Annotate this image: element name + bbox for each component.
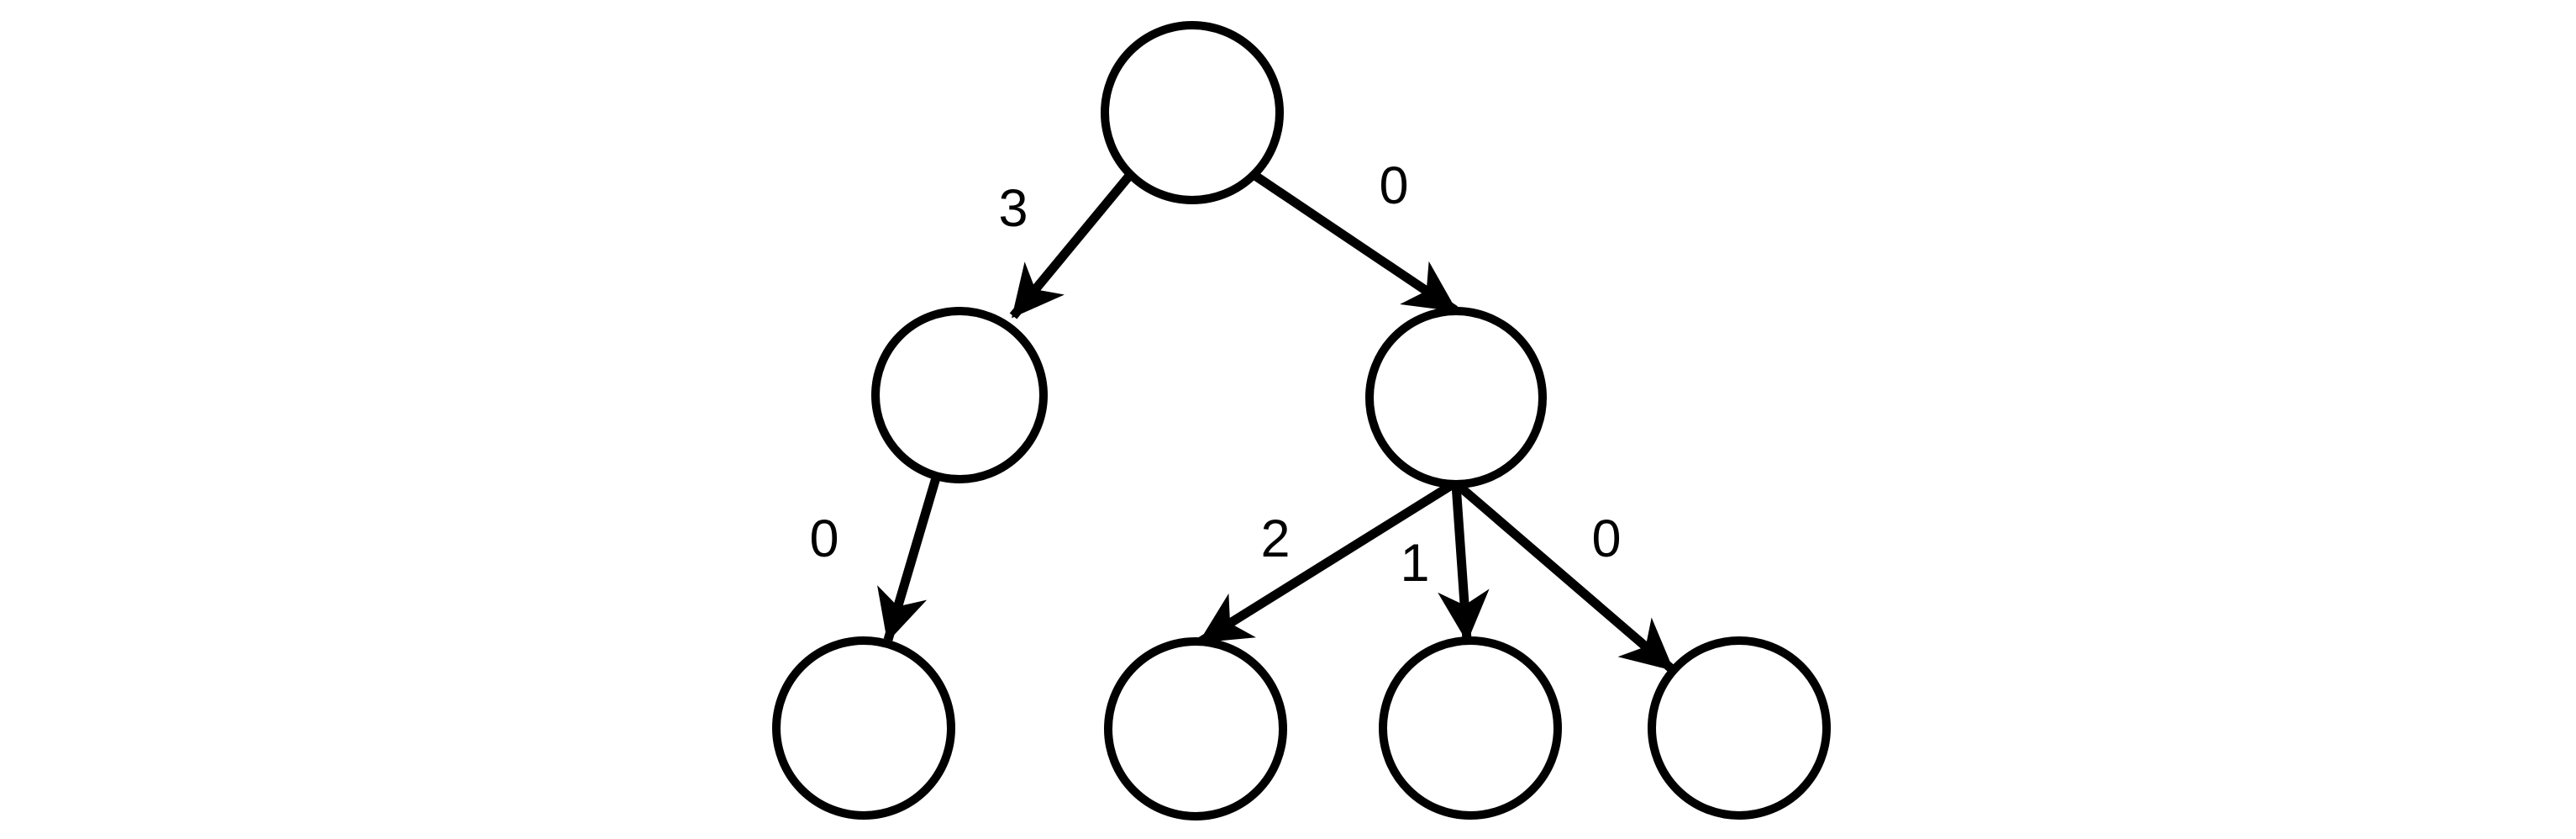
edge-label-child-left-to-leaf-1: 0 xyxy=(809,509,839,568)
edges-layer xyxy=(877,170,1675,673)
edge-label-child-right-to-leaf-4: 0 xyxy=(1591,509,1621,568)
tree-node-child-left xyxy=(871,307,1048,483)
edge-root-to-child-left xyxy=(1009,171,1134,319)
tree-node-root xyxy=(1101,21,1284,204)
edge-child-left-to-leaf-1 xyxy=(877,473,942,642)
edge-label-child-right-to-leaf-3: 1 xyxy=(1400,534,1429,593)
nodes-layer xyxy=(772,21,1831,821)
tree-node-leaf-3 xyxy=(1379,636,1562,820)
edge-label-root-to-child-right: 0 xyxy=(1379,156,1408,215)
edge-root-to-child-right xyxy=(1249,170,1459,314)
edge-child-right-to-leaf-4 xyxy=(1454,480,1675,673)
edge-child-right-to-leaf-2 xyxy=(1198,479,1457,646)
edge-child-right-to-leaf-3 xyxy=(1438,483,1490,643)
edge-label-root-to-child-left: 3 xyxy=(998,179,1028,238)
edge-label-child-right-to-leaf-2: 2 xyxy=(1260,509,1290,568)
tree-node-leaf-2 xyxy=(1104,637,1287,821)
tree-node-leaf-1 xyxy=(772,636,955,820)
tree-node-leaf-4 xyxy=(1648,636,1831,820)
labels-layer: 3 0 0 2 1 0 xyxy=(809,156,1621,593)
tree-node-child-right xyxy=(1365,307,1547,488)
